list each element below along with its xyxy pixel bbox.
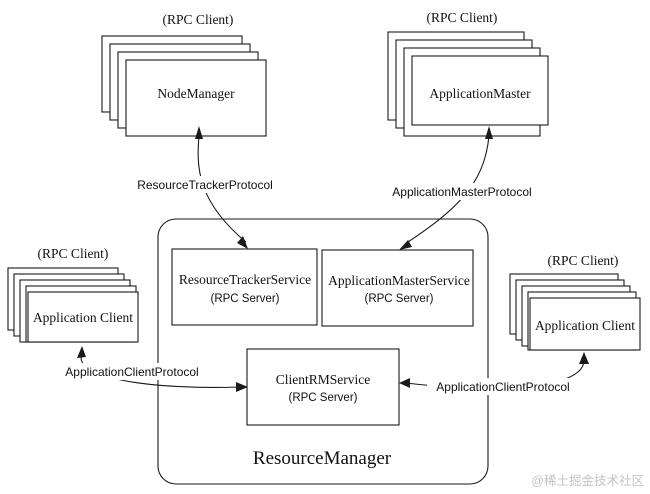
- left-client-arrowhead-right: [236, 382, 248, 392]
- node-manager-title: NodeManager: [157, 86, 235, 101]
- application-master-stack: (RPC Client) ApplicationMaster: [387, 10, 549, 137]
- application-master-title: ApplicationMaster: [429, 86, 531, 101]
- application-master-arrowhead-down: [399, 240, 412, 250]
- resource-tracker-service-name: ResourceTrackerService: [179, 272, 311, 287]
- right-client-box: [529, 297, 641, 351]
- left-client-box: [27, 291, 139, 343]
- resource-tracker-arrowhead-down: [237, 236, 248, 249]
- left-client-connector: [80, 353, 241, 388]
- node-manager-stack: (RPC Client) NodeManager: [101, 12, 267, 137]
- watermark: @稀土掘金技术社区: [531, 473, 644, 488]
- protocol-labels: ResourceTrackerProtocol ApplicationMaste…: [56, 176, 579, 395]
- application-master-arrowhead-up: [485, 126, 493, 139]
- client-rm-service-box: [246, 348, 400, 426]
- resource-tracker-service-box: [171, 248, 318, 326]
- resource-manager-title: ResourceManager: [253, 448, 392, 469]
- client-rm-service-name: ClientRMService: [276, 372, 371, 387]
- left-client-stack: (RPC Client) Application Client: [7, 246, 139, 343]
- right-client-role: (RPC Client): [548, 253, 619, 268]
- left-client-protocol-label: ApplicationClientProtocol: [65, 365, 198, 379]
- right-client-title: Application Client: [535, 318, 635, 333]
- left-client-role: (RPC Client): [38, 246, 109, 261]
- application-master-box: [411, 55, 549, 126]
- resource-tracker-protocol-label: ResourceTrackerProtocol: [137, 178, 273, 192]
- left-client-title: Application Client: [33, 310, 133, 325]
- application-master-role: (RPC Client): [427, 10, 498, 25]
- left-client-arrowhead-up: [77, 346, 86, 358]
- right-client-arrowhead-up: [579, 352, 589, 364]
- application-master-protocol-label: ApplicationMasterProtocol: [392, 185, 531, 199]
- right-client-protocol-label: ApplicationClientProtocol: [436, 380, 569, 394]
- right-client-arrowhead-left: [399, 378, 410, 388]
- resource-tracker-arrowhead-up: [195, 126, 203, 139]
- resource-manager: ResourceTrackerService (RPC Server) Appl…: [157, 218, 489, 485]
- right-client-label-bg: [427, 378, 579, 395]
- application-master-service-box: [321, 249, 474, 327]
- resource-tracker-service-role: (RPC Server): [210, 293, 279, 305]
- node-manager-box: [125, 59, 267, 137]
- resource-tracker-label-bg: [138, 176, 272, 193]
- client-rm-service-role: (RPC Server): [288, 392, 357, 404]
- node-manager-role: (RPC Client): [163, 12, 234, 27]
- application-master-label-bg: [384, 183, 540, 200]
- application-master-service-name: ApplicationMasterService: [328, 273, 470, 288]
- right-client-stack: (RPC Client) Application Client: [509, 253, 641, 351]
- left-client-label-bg: [56, 363, 208, 380]
- application-master-service-role: (RPC Server): [364, 293, 433, 305]
